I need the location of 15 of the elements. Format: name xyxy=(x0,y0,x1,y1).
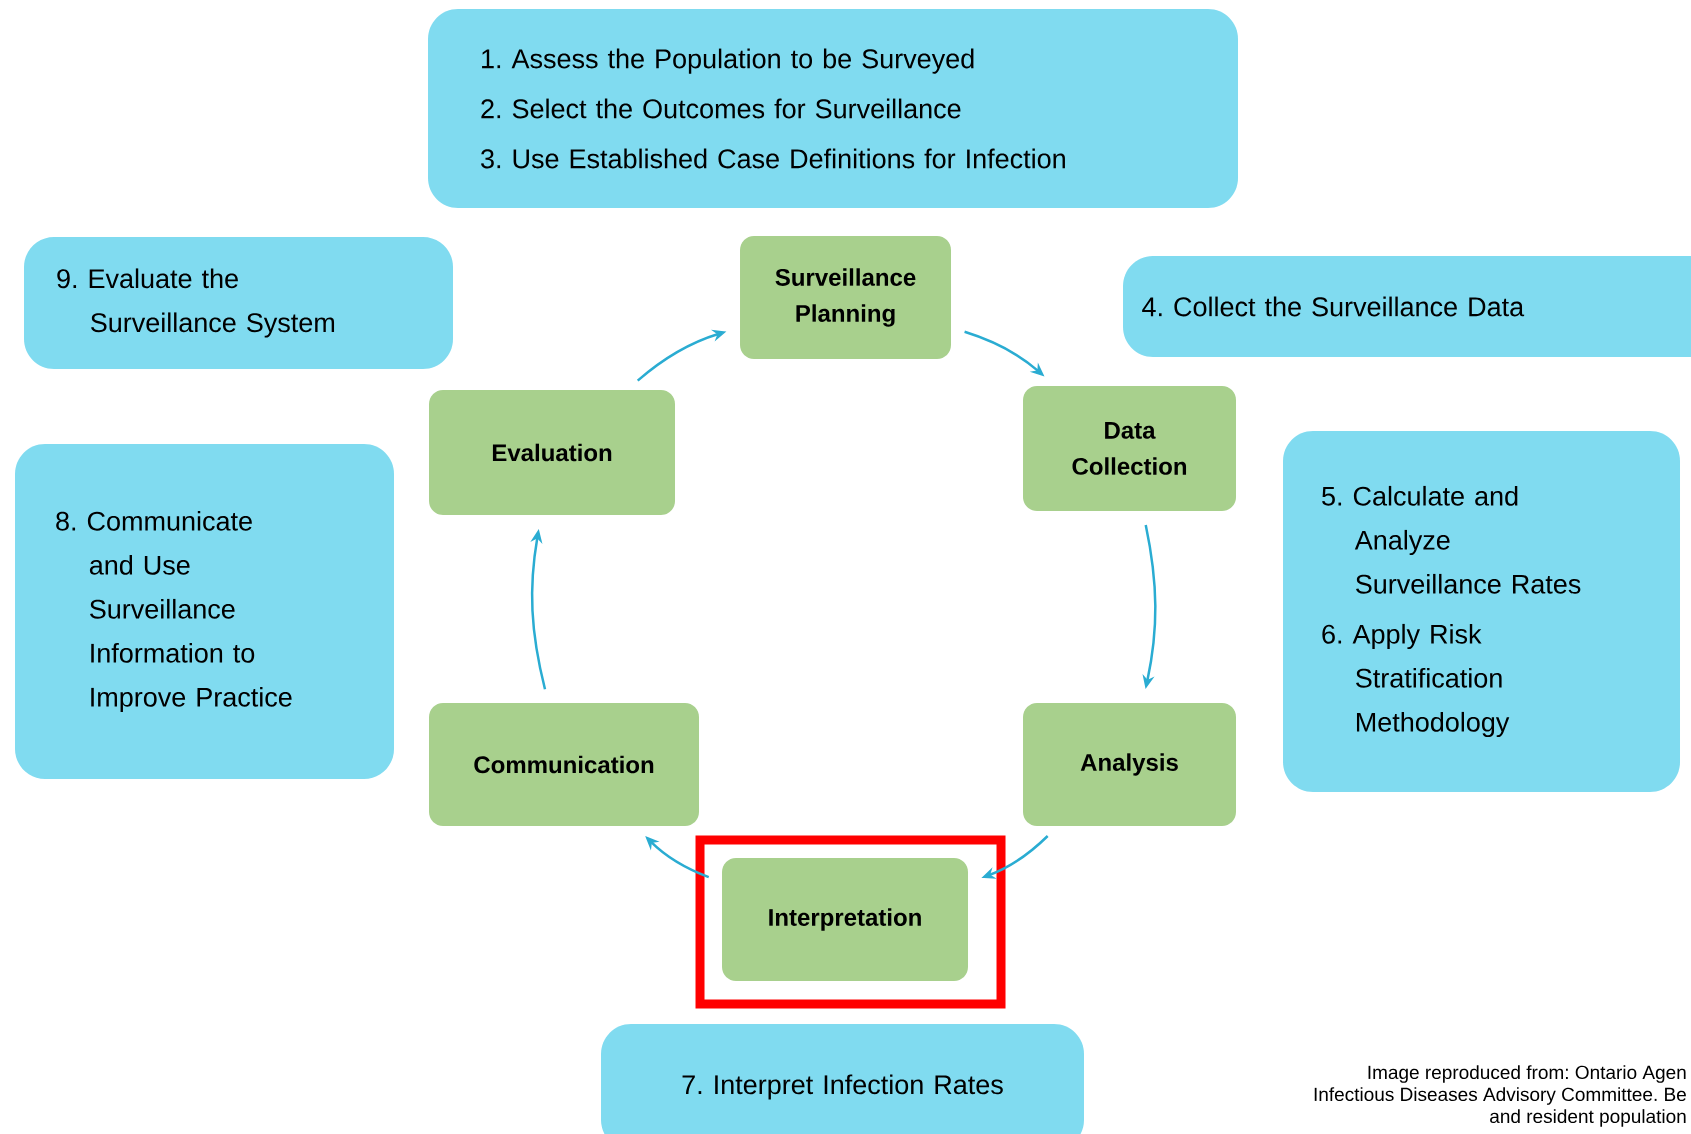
source-note: Image reproduced from: Ontario Agen xyxy=(1368,1065,1686,1083)
info-box: 8. Communicate and Use Surveillance Information to Improve Practice xyxy=(15,444,394,779)
stage-box: Surveillance Planning xyxy=(740,236,951,359)
info-box: 1. Assess the Population to be Surveyed 2. Select the Outcomes for Surveillance 3. Use Established Case Definitions for Infection xyxy=(428,9,1238,208)
stage-box: Interpretation xyxy=(722,858,968,981)
stage-box: Evaluation xyxy=(429,390,675,515)
info-box: 7. Interpret Infection Rates xyxy=(601,1024,1084,1134)
info-box: 4. Collect the Surveillance Data xyxy=(1123,256,1691,357)
stage-box: Communication xyxy=(429,703,699,826)
stage-box: Analysis xyxy=(1023,703,1236,826)
source-note: and resident population xyxy=(1490,1109,1686,1127)
stage-box: Data Collection xyxy=(1023,386,1236,511)
info-box: 5. Calculate and Analyze Surveillance Rates 6. Apply Risk Stratification Methodology xyxy=(1283,431,1680,792)
info-box: 9. Evaluate the Surveillance System xyxy=(24,237,453,369)
source-note: Infectious Diseases Advisory Committee. Be xyxy=(1314,1087,1686,1105)
